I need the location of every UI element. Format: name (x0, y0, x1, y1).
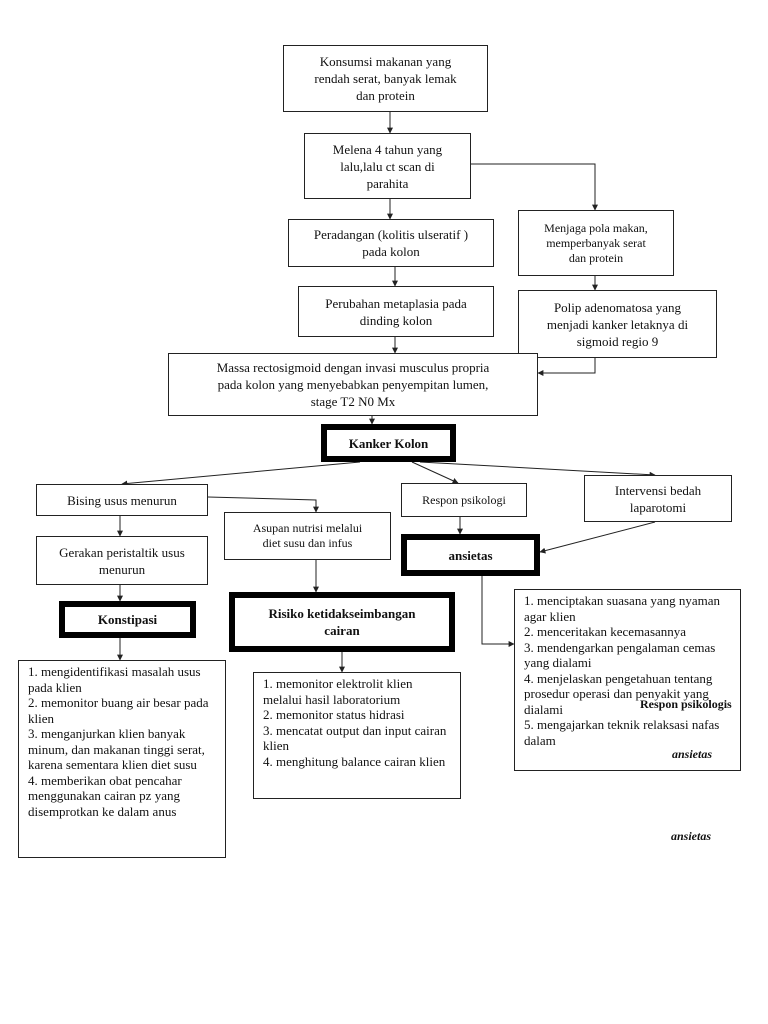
list-item: 3. mencatat output dan input cairan klie… (263, 722, 447, 754)
label-ansietas-bottom: ansietas (671, 829, 712, 843)
list-item: 5. mengajarkan teknik relaksasi nafas da… (524, 717, 720, 748)
arrow-polip-massa (537, 358, 596, 376)
list-item: 2. menceritakan kecemasannya (524, 624, 687, 639)
arrow-kanker-respon (411, 461, 459, 484)
list-item: 1. menciptakan suasana yang nyaman agar … (524, 593, 721, 624)
list-item: 1. mengidentifikasi masalah usus pada kl… (28, 664, 201, 695)
list-ansietas: 1. menciptakan suasana yang nyaman agar … (514, 589, 741, 771)
node-risiko: Risiko ketidakseimbangan cairan (229, 592, 455, 652)
list-risiko: 1. memonitor elektrolit klien melalui ha… (253, 672, 461, 799)
arrow-kanker-intervensi (419, 461, 656, 478)
list-item: 4. menjelaskan pengetahuan tentang prose… (524, 670, 713, 717)
node-ansietas: ansietas (401, 534, 540, 576)
node-kanker-kolon: Kanker Kolon (321, 424, 456, 462)
arrow-melena-menjaga (471, 163, 598, 211)
arrow-bising-asupan (207, 496, 319, 513)
arrow-kanker-bising (121, 461, 361, 487)
arrow-intervensi-ansietas (539, 521, 656, 554)
list-item: 2. memonitor status hidrasi (263, 707, 405, 722)
list-item: 4. memberikan obat pencahar menggunakan … (28, 772, 182, 819)
list-konstipasi: 1. mengidentifikasi masalah usus pada kl… (18, 660, 226, 858)
node-intervensi: Intervensi bedah laparotomi (584, 475, 732, 522)
node-menjaga: Menjaga pola makan, memperbanyak serat d… (518, 210, 674, 276)
node-konstipasi: Konstipasi (59, 601, 196, 638)
list-item: 2. memonitor buang air besar pada klien (28, 695, 209, 726)
node-respon: Respon psikologi (401, 483, 527, 517)
overlay-ansietas: ansietas (672, 747, 713, 761)
list-item: 3. menganjurkan klien banyak minum, dan … (28, 726, 205, 772)
node-gerakan: Gerakan peristaltik usus menurun (36, 536, 208, 585)
node-perubahan: Perubahan metaplasia pada dinding kolon (298, 286, 494, 337)
node-asupan: Asupan nutrisi melalui diet susu dan inf… (224, 512, 391, 560)
list-item: 3. mendengarkan pengalaman cemas yang di… (524, 639, 716, 671)
node-melena: Melena 4 tahun yang lalu,lalu ct scan di… (304, 133, 471, 199)
node-polip: Polip adenomatosa yang menjadi kanker le… (518, 290, 717, 358)
overlay-respon-psikologis: Respon psikologis (640, 697, 732, 711)
node-konsumsi: Konsumsi makanan yang rendah serat, bany… (283, 45, 488, 112)
node-massa: Massa rectosigmoid dengan invasi musculu… (168, 353, 538, 416)
arrow-ansietas-list (481, 576, 515, 647)
list-item: 4. menghitung balance cairan klien (263, 753, 446, 769)
node-bising: Bising usus menurun (36, 484, 208, 516)
list-item: 1. memonitor elektrolit klien melalui ha… (263, 676, 413, 707)
node-peradangan: Peradangan (kolitis ulseratif ) pada kol… (288, 219, 494, 267)
